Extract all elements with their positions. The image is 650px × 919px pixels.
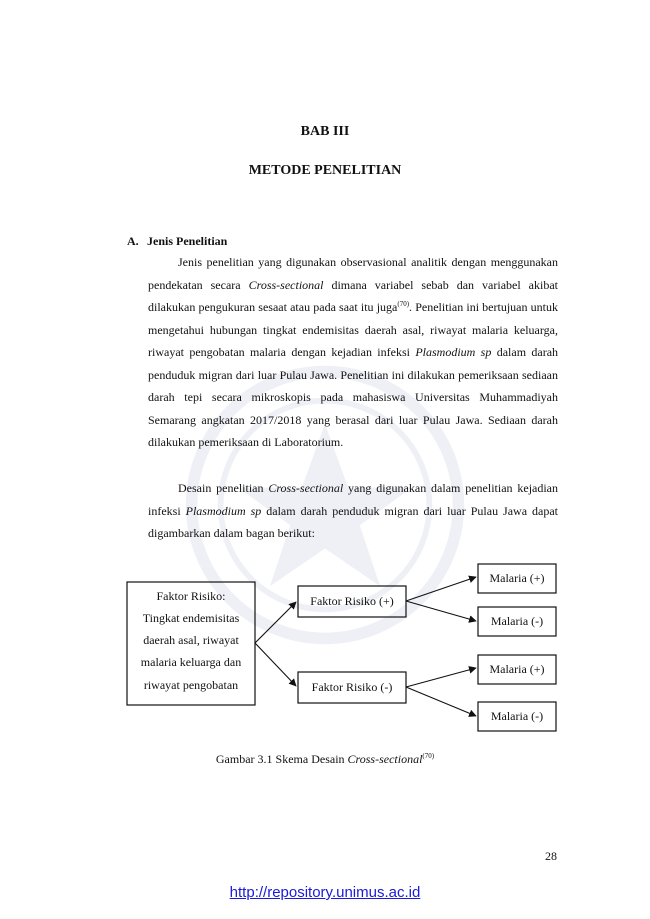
section-title: Jenis Penelitian <box>147 234 228 248</box>
paragraph-research-type: Jenis penelitian yang digunakan observas… <box>148 255 559 449</box>
page-number: 28 <box>545 849 557 863</box>
factor-negative-label: Faktor Risiko (-) <box>312 680 393 694</box>
repository-link[interactable]: http://repository.unimus.ac.id <box>229 884 421 901</box>
university-seal-watermark <box>185 365 465 645</box>
risk-box-line: malaria keluarga dan <box>141 655 241 669</box>
section-heading: A. Jenis Penelitian <box>127 234 227 249</box>
arrow-to-factor-negative <box>254 642 297 687</box>
section-marker: A. <box>127 234 139 248</box>
arrow-to-outcome <box>405 686 477 717</box>
arrow-to-outcome <box>405 600 477 623</box>
factor-positive-label: Faktor Risiko (+) <box>310 594 393 608</box>
outcome-label: Malaria (-) <box>491 709 543 723</box>
risk-box-line: Tingkat endemisitas <box>143 611 240 625</box>
chapter-number: BAB III <box>300 124 350 139</box>
risk-box-line: daerah asal, riwayat <box>143 633 239 647</box>
arrow-to-factor-positive <box>254 601 297 644</box>
outcome-box <box>477 606 557 637</box>
outcome-box <box>477 701 557 732</box>
outcome-box <box>477 654 557 685</box>
arrow-to-outcome <box>405 575 477 602</box>
risk-box-line: Faktor Risiko: <box>156 589 225 603</box>
outcome-box <box>477 563 557 594</box>
citation-ref: (70) <box>422 752 435 760</box>
outcome-label: Malaria (-) <box>491 614 543 628</box>
citation-ref: (70) <box>397 300 410 308</box>
risk-box-line: riwayat pengobatan <box>144 678 238 692</box>
outcome-label: Malaria (+) <box>489 662 544 676</box>
arrow-to-outcome <box>405 666 477 688</box>
paragraph-research-design: Desain penelitian Cross-sectional yang d… <box>148 481 559 540</box>
chapter-title: METODE PENELITIAN <box>248 163 402 178</box>
outcome-label: Malaria (+) <box>489 571 544 585</box>
figure-caption: Gambar 3.1 Skema Desain Cross-sectional(… <box>215 752 435 766</box>
